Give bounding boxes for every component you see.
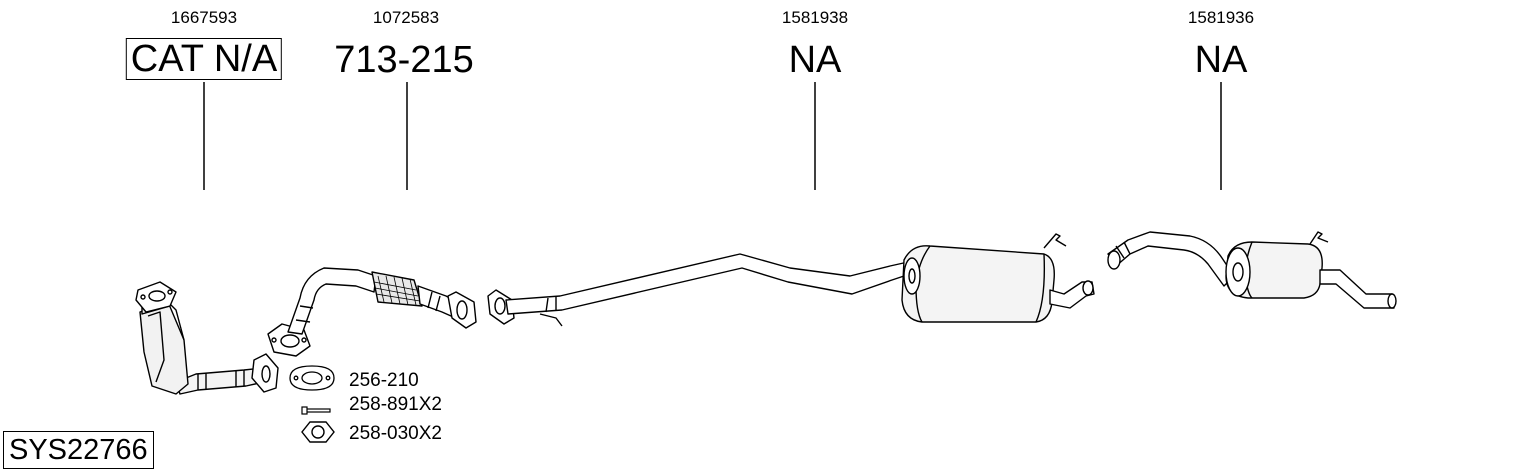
rear-muffler-label[interactable]: NA <box>1194 39 1248 81</box>
part-number-catalyst: 1667593 <box>170 8 238 27</box>
rear-muffler <box>1107 231 1397 309</box>
center-muffler-label[interactable]: NA <box>788 39 842 81</box>
bolt-icon <box>301 406 331 415</box>
part-number-rear-muffler: 1581936 <box>1187 8 1255 27</box>
system-code: SYS22766 <box>3 431 154 469</box>
front-pipe <box>267 267 477 357</box>
nut-code[interactable]: 258-030X2 <box>349 423 442 444</box>
gasket-icon <box>289 365 335 391</box>
front-pipe-label[interactable]: 713-215 <box>334 39 474 81</box>
center-pipe-muffler <box>487 233 1095 327</box>
bolt-code[interactable]: 258-891X2 <box>349 394 442 415</box>
part-number-front-pipe: 1072583 <box>372 8 440 27</box>
nut-icon <box>301 421 335 443</box>
catalytic-converter <box>135 281 279 395</box>
gasket-code[interactable]: 256-210 <box>349 370 419 391</box>
part-number-center-muffler: 1581938 <box>781 8 849 27</box>
catalyst-label[interactable]: CAT N/A <box>125 38 283 80</box>
